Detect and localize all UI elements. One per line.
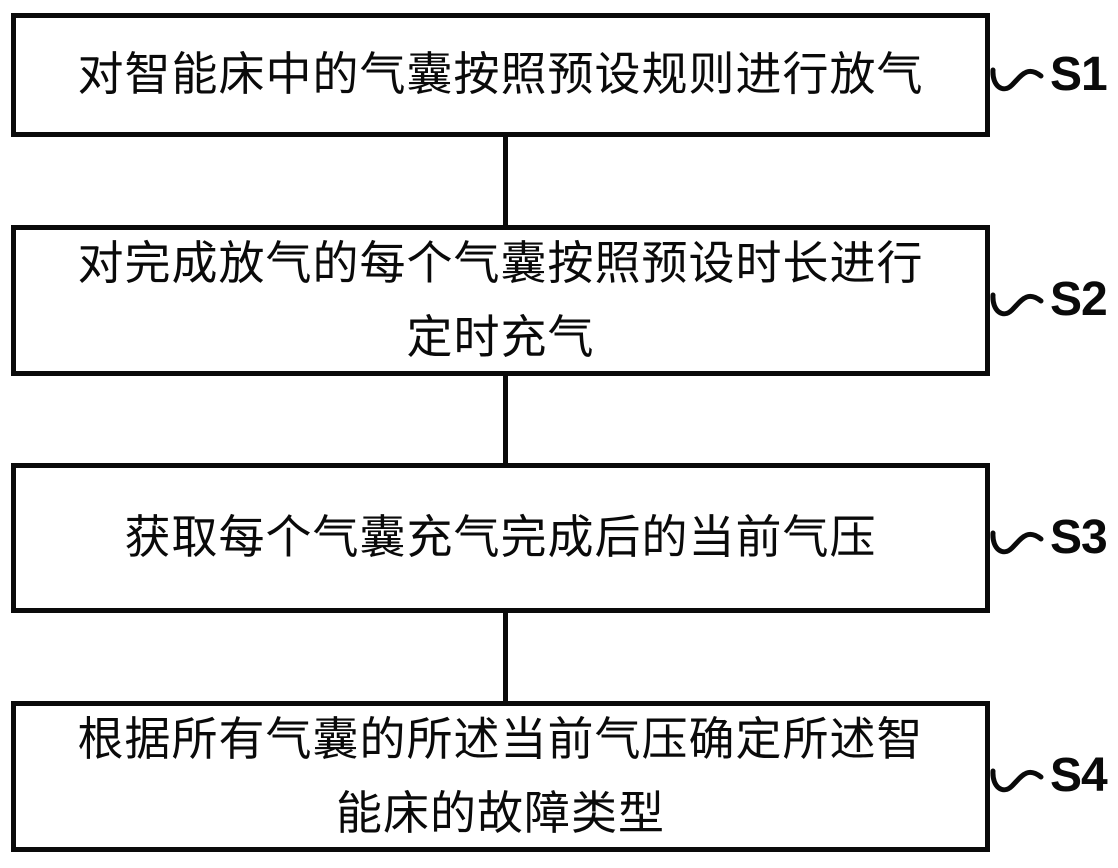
connector-line-3: [503, 613, 508, 701]
step-box-s4: 根据所有气囊的所述当前气压确定所述智能床的故障类型: [11, 701, 990, 852]
connector-line-2: [503, 376, 508, 463]
step-label-s1: S1: [990, 49, 1116, 101]
step-label-s4: S4: [990, 750, 1116, 802]
step-label-text-s4: S4: [1050, 749, 1108, 802]
connector-line-1: [503, 137, 508, 225]
step-text-s4: 根据所有气囊的所述当前气压确定所述智能床的故障类型: [77, 713, 924, 839]
tilde-icon: [990, 530, 1044, 555]
step-box-s1: 对智能床中的气囊按照预设规则进行放气: [11, 13, 990, 137]
step-text-s1: 对智能床中的气囊按照预设规则进行放气: [77, 49, 924, 101]
tilde-icon: [990, 768, 1044, 793]
step-text-s3: 获取每个气囊充气完成后的当前气压: [124, 512, 877, 564]
tilde-icon: [990, 67, 1044, 92]
step-box-s2: 对完成放气的每个气囊按照预设时长进行定时充气: [11, 225, 990, 376]
step-box-s3: 获取每个气囊充气完成后的当前气压: [11, 463, 990, 613]
tilde-icon: [990, 292, 1044, 317]
step-label-s3: S3: [990, 512, 1116, 564]
step-label-text-s2: S2: [1050, 273, 1108, 326]
step-label-text-s1: S1: [1050, 48, 1108, 101]
step-text-s2: 对完成放气的每个气囊按照预设时长进行定时充气: [77, 237, 924, 363]
step-label-text-s3: S3: [1050, 511, 1108, 564]
step-label-s2: S2: [990, 274, 1116, 326]
